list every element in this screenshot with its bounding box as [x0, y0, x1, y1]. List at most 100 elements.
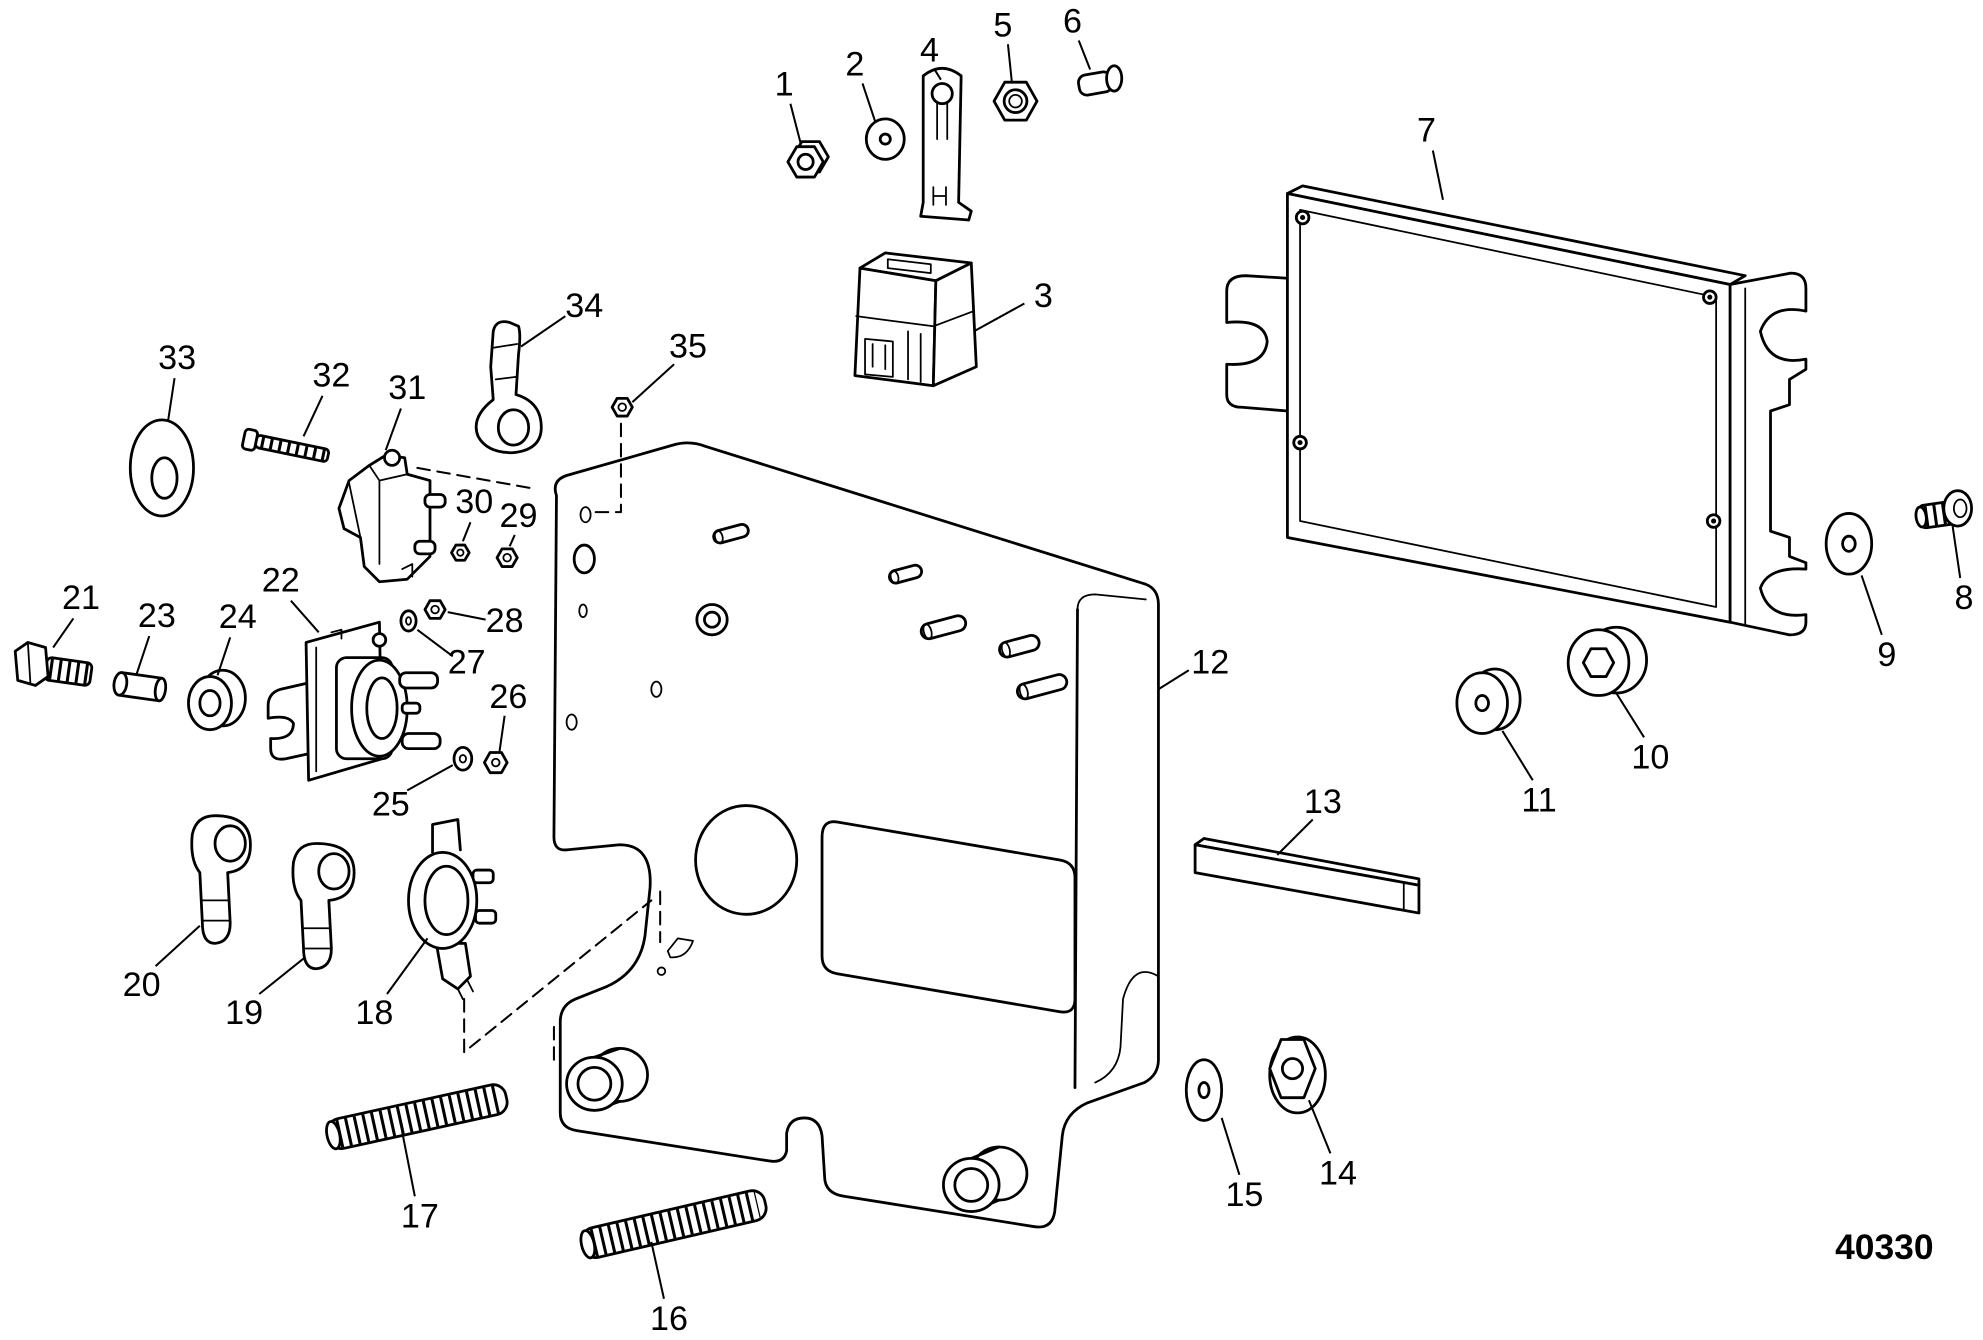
callout-label-33: 33: [158, 339, 196, 377]
leader-line-33: [167, 377, 176, 421]
leader-line-17: [401, 1131, 416, 1197]
part-connector-18: [407, 818, 498, 1000]
leader-line-13: [1276, 818, 1314, 856]
callout-label-3: 3: [1034, 277, 1053, 315]
leader-line-26: [498, 715, 506, 752]
plate-stud: [1016, 673, 1069, 701]
leader-line-18: [386, 937, 429, 995]
leader-line-23: [135, 635, 151, 675]
part-bolt-6: [1077, 64, 1124, 97]
leader-line-32: [302, 395, 324, 437]
part-boot-19: [291, 842, 356, 971]
callout-label-5: 5: [993, 6, 1012, 44]
part-nut-35: [610, 396, 634, 418]
part-sleeve-23: [112, 671, 168, 703]
callout-label-35: 35: [669, 328, 707, 366]
callout-label-26: 26: [489, 678, 527, 716]
leader-line-20: [154, 924, 201, 967]
leader-line-7: [1431, 150, 1444, 201]
callout-label-29: 29: [500, 497, 538, 535]
callout-label-24: 24: [219, 598, 257, 636]
part-nut-28: [423, 599, 447, 620]
leader-line-10: [1615, 692, 1645, 738]
part-washer-2: [864, 117, 906, 161]
part-mounting-plate: [416, 422, 1160, 1229]
plate-stud: [919, 614, 968, 641]
part-strip-13: [1193, 837, 1421, 915]
part-screw-8: [1914, 489, 1973, 530]
callout-label-8: 8: [1955, 579, 1974, 617]
assembly-dashed-line: [416, 466, 533, 490]
part-washer-27: [399, 609, 418, 633]
part-nut-1: [786, 140, 830, 179]
callout-label-21: 21: [62, 579, 100, 617]
callout-label-32: 32: [312, 357, 350, 395]
callout-label-28: 28: [486, 602, 524, 640]
leader-line-27: [416, 628, 454, 658]
part-grommet-24: [187, 668, 247, 732]
leader-line-5: [1006, 44, 1013, 82]
part-relay: [853, 251, 978, 388]
leader-line-22: [290, 600, 320, 633]
assembly-dashed-line: [588, 422, 622, 514]
plate-stud: [888, 563, 923, 585]
callout-label-16: 16: [650, 1300, 688, 1338]
leader-line-30: [461, 521, 472, 542]
part-washer-9: [1824, 512, 1874, 576]
leader-line-21: [52, 617, 75, 649]
leader-line-19: [258, 957, 305, 995]
callout-label-17: 17: [401, 1198, 439, 1236]
part-washer-15: [1184, 1058, 1224, 1122]
leader-line-16: [650, 1241, 665, 1299]
callout-label-27: 27: [448, 644, 486, 682]
leader-line-15: [1220, 1117, 1241, 1176]
part-stud-16: [579, 1189, 768, 1260]
assembly-dashed-line: [463, 899, 653, 1054]
callout-label-2: 2: [845, 45, 864, 83]
part-grommet-5: [992, 80, 1039, 122]
plate-stud: [712, 523, 750, 545]
callout-label-20: 20: [123, 966, 161, 1004]
callout-label-19: 19: [225, 994, 263, 1032]
part-boot-34: [474, 320, 543, 455]
callout-label-12: 12: [1191, 644, 1229, 682]
part-boot-20: [190, 814, 252, 945]
plate-boss: [565, 1046, 649, 1112]
part-bolt-21: [13, 641, 94, 687]
leader-lines: [52, 40, 1962, 1299]
part-solenoid-22: [266, 620, 442, 782]
leader-line-34: [520, 315, 566, 348]
part-washer-11: [1455, 667, 1522, 735]
callout-label-10: 10: [1631, 739, 1669, 777]
leader-line-28: [447, 611, 486, 621]
leader-line-3: [973, 302, 1025, 333]
leader-line-11: [1501, 730, 1534, 781]
part-grommet-10: [1566, 625, 1648, 697]
part-switch-31: [337, 448, 447, 584]
part-nut-30: [450, 543, 471, 562]
leader-line-25: [406, 764, 454, 792]
leader-line-14: [1307, 1099, 1332, 1154]
callout-label-14: 14: [1319, 1155, 1357, 1193]
callout-label-7: 7: [1417, 111, 1436, 149]
callout-label-4: 4: [920, 32, 939, 70]
callout-label-13: 13: [1304, 783, 1342, 821]
callout-label-34: 34: [565, 287, 603, 325]
callout-label-23: 23: [138, 597, 176, 635]
leader-line-31: [384, 408, 402, 451]
callout-label-15: 15: [1225, 1176, 1263, 1214]
callout-label-1: 1: [775, 66, 794, 104]
callout-label-18: 18: [355, 994, 393, 1032]
part-screw-32: [241, 427, 330, 463]
part-washer-33: [128, 418, 195, 518]
callout-label-25: 25: [372, 785, 410, 823]
callout-label-30: 30: [455, 483, 493, 521]
leader-line-24: [216, 637, 232, 676]
part-relay-clip: [919, 66, 973, 222]
plate-boss: [942, 1145, 1029, 1213]
leader-line-12: [1157, 669, 1190, 691]
leader-line-9: [1860, 575, 1883, 636]
leader-line-6: [1077, 40, 1092, 70]
callout-label-6: 6: [1063, 2, 1082, 40]
